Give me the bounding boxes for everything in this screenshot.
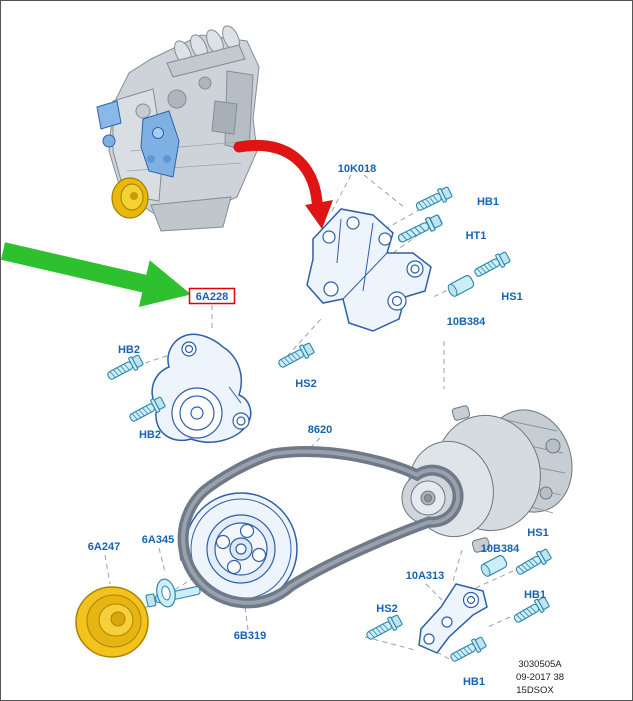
footer-figure-code: 3030505A <box>518 659 562 670</box>
callout-hb2-lower[interactable]: HB2 <box>139 429 161 441</box>
pulley-spacer-part <box>145 578 201 608</box>
green-pointer-arrow <box>1 242 192 308</box>
yellow-pulley-part <box>75 586 149 658</box>
callout-10b384-lower[interactable]: 10B384 <box>481 543 520 555</box>
footer-catalog-code: 15DSOX <box>516 685 554 696</box>
red-arrow-head <box>305 200 333 229</box>
bolt-hb2-upper <box>104 352 145 384</box>
callout-hs1-lower[interactable]: HS1 <box>527 527 548 539</box>
bolt-hs1-upper <box>471 249 512 281</box>
callout-6a345[interactable]: 6A345 <box>142 534 174 546</box>
red-arrow-shaft <box>233 140 323 207</box>
selected-part-highlight-box <box>188 287 236 305</box>
crank-pulley-part <box>178 492 298 606</box>
callout-10k018[interactable]: 10K018 <box>338 163 377 175</box>
tensioner-part <box>151 333 252 443</box>
bolt-hs2-upper <box>275 340 316 372</box>
callout-hb1-lower-right[interactable]: HB1 <box>524 589 546 601</box>
bolt-ht1 <box>395 212 444 247</box>
callout-hb1-top[interactable]: HB1 <box>477 196 499 208</box>
drive-belt-part <box>177 446 464 609</box>
lower-mount-bracket-part <box>418 583 488 654</box>
bolt-hs1-lower <box>513 546 553 579</box>
callout-6b319[interactable]: 6B319 <box>234 630 266 642</box>
callout-ht1[interactable]: HT1 <box>466 230 487 242</box>
engine-illustration <box>96 25 260 232</box>
bolt-hb1-top <box>413 184 454 215</box>
alternator-pulley <box>401 471 455 525</box>
callout-10a313[interactable]: 10A313 <box>406 570 445 582</box>
callout-hs2-lower[interactable]: HS2 <box>376 603 397 615</box>
callout-6a247[interactable]: 6A247 <box>88 541 120 553</box>
callout-hs1-upper[interactable]: HS1 <box>501 291 522 303</box>
callout-hb2-upper[interactable]: HB2 <box>118 344 140 356</box>
red-locator-arrow <box>233 140 333 229</box>
callout-10b384-upper[interactable]: 10B384 <box>447 316 486 328</box>
callout-6a228-selected[interactable]: 6A228 <box>196 291 228 303</box>
callout-hs2-upper[interactable]: HS2 <box>295 378 316 390</box>
bolt-hb1-lower-left <box>447 634 488 666</box>
footer-date: 09-2017 38 <box>516 672 564 683</box>
callout-8620[interactable]: 8620 <box>308 424 332 436</box>
callout-hb1-lower-left[interactable]: HB1 <box>463 676 485 688</box>
upper-mount-bracket-part <box>306 208 432 332</box>
bolt-hs2-lower <box>363 612 404 644</box>
spacer-10b384-upper <box>445 273 476 299</box>
green-arrow-shape <box>1 242 192 308</box>
engine-crank-pulley-yellow <box>111 177 149 219</box>
spacer-10b384-lower <box>478 553 509 579</box>
